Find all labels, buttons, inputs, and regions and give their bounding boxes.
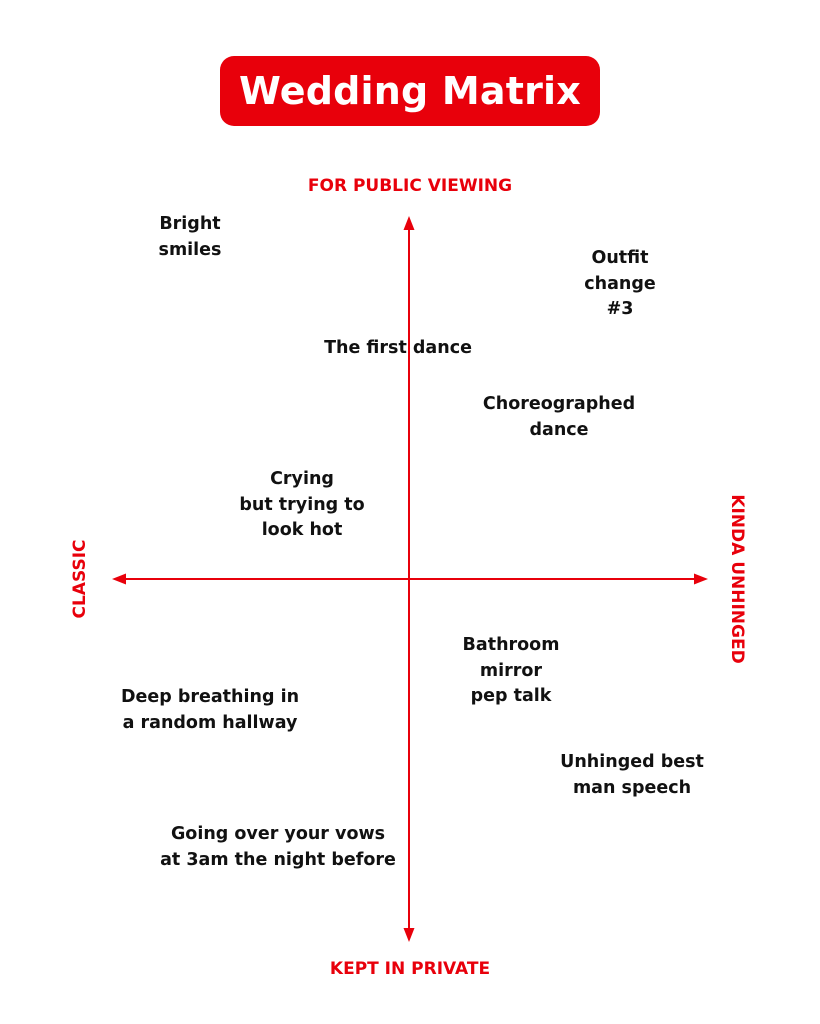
axis-label-bottom: KEPT IN PRIVATE [329,959,491,979]
arrow-right-icon [694,573,708,585]
matrix-item-first-dance: The first dance [324,338,472,358]
axis-label-top: FOR PUBLIC VIEWING [307,176,513,196]
matrix-item-bright-smiles: Bright smiles [158,214,222,260]
matrix-item-deep-breathing: Deep breathing in a random hallway [120,687,300,733]
arrow-down-icon [403,928,415,942]
matrix-item-bathroom-pep-talk: Bathroom mirror pep talk [462,635,560,706]
title-banner: Wedding Matrix [220,56,600,126]
arrow-left-icon [112,573,126,585]
matrix-item-crying: Crying but trying to look hot [239,469,365,540]
page-title: Wedding Matrix [239,69,581,113]
matrix-item-best-man-speech: Unhinged best man speech [560,752,704,798]
arrow-up-icon [403,216,415,230]
matrix-item-outfit-change: Outfit change #3 [584,248,656,319]
matrix-item-choreographed-dance: Choreographed dance [482,394,636,440]
matrix-item-vows-at-3am: Going over your vows at 3am the night be… [160,824,396,870]
